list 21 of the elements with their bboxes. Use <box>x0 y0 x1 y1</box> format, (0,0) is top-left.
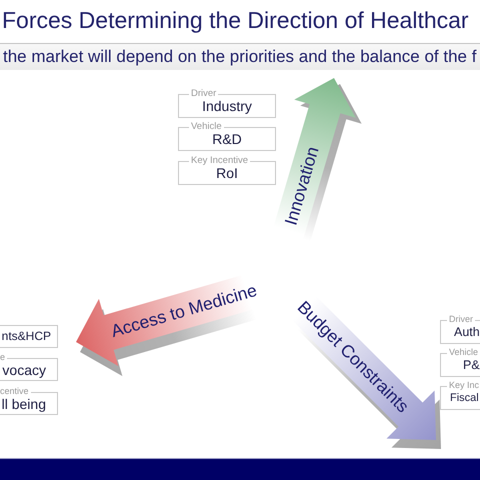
field-value: Auth <box>454 325 480 340</box>
field-value: Fiscal <box>450 392 479 405</box>
field-value: vocacy <box>2 362 46 378</box>
title: Forces Determining the Direction of Healthcar <box>2 7 469 34</box>
field-caption: Vehicle <box>189 121 224 132</box>
field-caption: Driver <box>447 314 475 325</box>
field-value: nts&HCP <box>2 330 51 344</box>
arrow-label: Access to Medicine <box>108 280 260 341</box>
field-value: ll being <box>2 396 46 412</box>
field-caption: Driver <box>189 88 218 99</box>
field-value: RoI <box>216 165 238 182</box>
field-value: R&D <box>212 131 242 148</box>
field-box <box>0 325 58 348</box>
field-caption: e <box>0 352 8 363</box>
subtitle: the market will depend on the priorities and the balance of the f <box>3 47 476 67</box>
field-value: Industry <box>202 98 252 115</box>
field-value: P& <box>463 358 480 373</box>
field-caption: Key Inc <box>447 380 480 391</box>
field-caption: Key Incentive <box>189 155 250 166</box>
field-caption: centive <box>0 386 31 397</box>
field-caption: Vehicle <box>447 347 480 358</box>
